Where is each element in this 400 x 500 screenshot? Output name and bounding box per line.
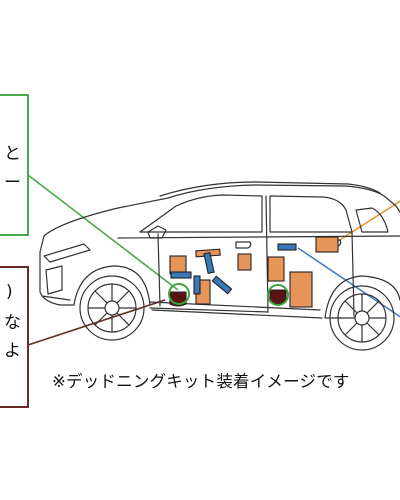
callout-box-green <box>0 94 29 236</box>
pad-orange <box>289 271 313 308</box>
pad-orange <box>237 253 252 271</box>
leader-line-maroon <box>27 299 166 346</box>
rear-wheel <box>329 285 395 351</box>
callout-maroon-line-2: な <box>4 313 21 333</box>
pad-blue <box>203 251 215 275</box>
pad-blue <box>170 271 192 279</box>
pad-dark <box>269 289 287 305</box>
pad-blue <box>211 275 233 295</box>
leader-line-green <box>27 174 179 291</box>
pad-orange <box>315 236 339 253</box>
speaker-ring-rear <box>267 284 289 306</box>
deadening-pads <box>169 236 339 308</box>
pad-orange <box>267 256 285 282</box>
leader-line-blue <box>297 247 400 318</box>
callout-box-maroon <box>0 266 29 408</box>
pad-blue <box>277 243 297 251</box>
image-caption: ※デッドニングキット装着イメージです <box>52 372 350 391</box>
front-wheel <box>79 275 145 341</box>
callout-maroon-line-3: よ <box>4 341 21 361</box>
callout-maroon-line-1: ) <box>6 282 13 302</box>
pad-blue <box>193 275 201 295</box>
pad-orange <box>169 255 187 275</box>
callout-green-line-1: と <box>4 144 21 164</box>
callout-green-line-2: ー <box>4 173 21 193</box>
speaker-ring-front <box>168 283 190 305</box>
